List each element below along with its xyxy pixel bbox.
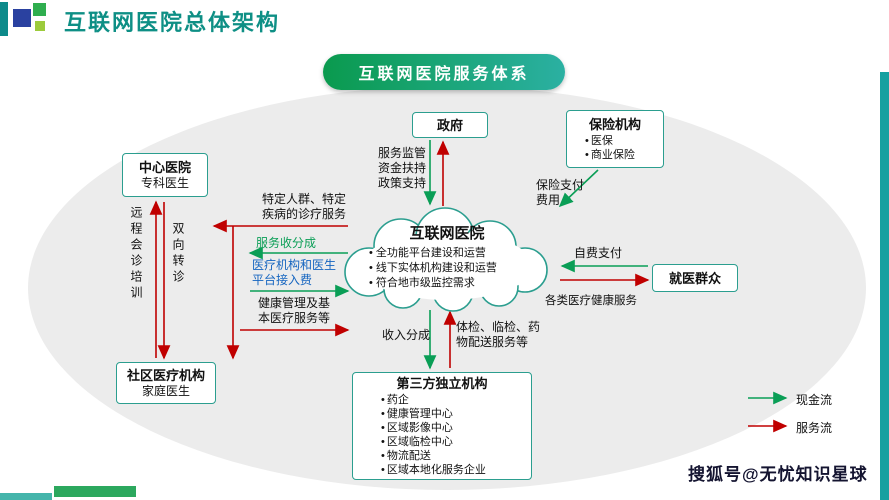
list-item: 区域影像中心 — [381, 421, 529, 435]
node-internet-hospital-list: 全功能平台建设和运营 线下实体机构建设和运营 符合地市级监控需求 — [369, 246, 497, 291]
list-item: 物流配送 — [381, 449, 529, 463]
page-title: 互联网医院总体架构 — [64, 10, 281, 35]
node-community-org-title: 社区医疗机构 — [126, 368, 205, 383]
legend-cash-flow-label: 现金流 — [796, 393, 833, 407]
node-insurance-title: 保险机构 — [588, 117, 641, 132]
logo-green-square — [33, 3, 46, 16]
list-item: 药企 — [381, 393, 529, 407]
bottom-left-teal-bar — [0, 493, 52, 500]
edge-label-delivery-services: 体检、临检、药 物配送服务等 — [456, 320, 541, 349]
logo-lightgreen-square — [35, 21, 45, 31]
list-item: 医保 — [585, 134, 661, 148]
node-third-party: 第三方独立机构 药企 健康管理中心 区域影像中心 区域临检中心 物流配送 区域本… — [352, 372, 532, 480]
list-item: 全功能平台建设和运营 — [369, 246, 497, 261]
list-item: 健康管理中心 — [381, 407, 529, 421]
node-patients: 就医群众 — [652, 264, 738, 292]
edge-label-health-services: 各类医疗健康服务 — [545, 295, 637, 307]
node-central-hospital: 中心医院 专科医生 — [122, 153, 208, 197]
node-internet-hospital-title: 互联网医院 — [409, 225, 485, 242]
edge-label-remote-training: 远程会诊培训 — [129, 206, 143, 302]
legend-service-flow-label: 服务流 — [796, 421, 833, 435]
list-item: 线下实体机构建设和运营 — [369, 261, 497, 276]
edge-label-basic-service: 健康管理及基 本医疗服务等 — [258, 296, 331, 325]
bottom-left-green-bar — [54, 486, 136, 497]
edge-label-platform-fee: 医疗机构和医生 平台接入费 — [252, 258, 337, 287]
edge-label-service-share: 服务收分成 — [256, 236, 317, 250]
node-government: 政府 — [412, 112, 488, 138]
list-item: 区域临检中心 — [381, 435, 529, 449]
node-internet-hospital-cloud: 互联网医院 全功能平台建设和运营 线下实体机构建设和运营 符合地市级监控需求 — [333, 206, 561, 314]
edge-label-income-share: 收入分成 — [382, 328, 431, 342]
logo-strip — [0, 2, 8, 36]
edge-label-gov-support: 服务监管 资金扶持 政策支持 — [378, 146, 427, 190]
edge-label-self-pay: 自费支付 — [574, 246, 623, 260]
node-insurance-list: 医保 商业保险 — [569, 134, 661, 162]
node-third-party-list: 药企 健康管理中心 区域影像中心 区域临检中心 物流配送 区域本地化服务企业 — [355, 393, 529, 477]
list-item: 区域本地化服务企业 — [381, 463, 529, 477]
right-edge-bar — [880, 72, 889, 500]
node-insurance: 保险机构 医保 商业保险 — [566, 110, 664, 168]
node-government-title: 政府 — [436, 117, 463, 133]
list-item: 符合地市级监控需求 — [369, 276, 497, 291]
logo-blue-square — [13, 9, 31, 27]
edge-label-two-way-referral: 双向转诊 — [171, 222, 185, 286]
watermark: 搜狐号@无忧知识星球 — [688, 465, 868, 484]
banner-pill: 互联网医院服务体系 — [323, 54, 565, 90]
node-third-party-title: 第三方独立机构 — [396, 376, 488, 391]
node-central-hospital-subtitle: 专科医生 — [140, 176, 189, 190]
node-community-org-subtitle: 家庭医生 — [141, 384, 190, 398]
node-patients-title: 就医群众 — [668, 270, 721, 286]
edge-label-special-treatment: 特定人群、特定 疾病的诊疗服务 — [262, 192, 347, 221]
list-item: 商业保险 — [585, 148, 661, 162]
node-community-org: 社区医疗机构 家庭医生 — [116, 362, 216, 404]
edge-label-insurance-pay: 保险支付 费用 — [536, 178, 585, 207]
node-central-hospital-title: 中心医院 — [138, 160, 191, 175]
